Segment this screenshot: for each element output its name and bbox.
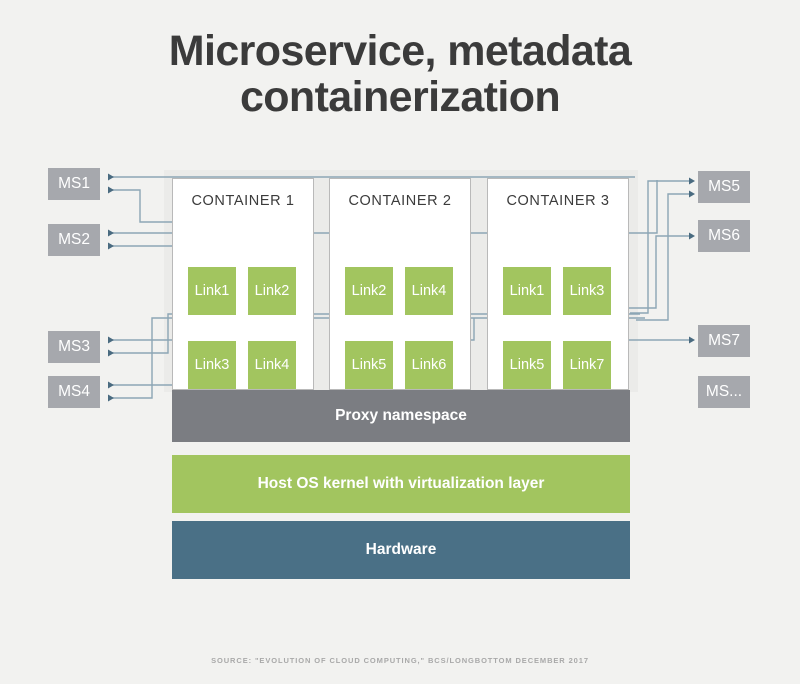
container-1-link-4[interactable]: Link4 bbox=[248, 341, 296, 389]
microservice-ms6[interactable]: MS6 bbox=[698, 220, 750, 252]
container-2-link-2[interactable]: Link4 bbox=[405, 267, 453, 315]
container-1-link-1[interactable]: Link1 bbox=[188, 267, 236, 315]
microservice-ms5[interactable]: MS5 bbox=[698, 171, 750, 203]
microservice-ms-ellipsis[interactable]: MS... bbox=[698, 376, 750, 408]
container-1[interactable]: CONTAINER 1 Link1 Link2 Link3 Link4 bbox=[172, 178, 314, 390]
container-2[interactable]: CONTAINER 2 Link2 Link4 Link5 Link6 bbox=[329, 178, 471, 390]
source-caption: SOURCE: "EVOLUTION OF CLOUD COMPUTING," … bbox=[211, 656, 589, 665]
microservice-ms2[interactable]: MS2 bbox=[48, 224, 100, 256]
container-3-link-3[interactable]: Link5 bbox=[503, 341, 551, 389]
container-2-link-1[interactable]: Link2 bbox=[345, 267, 393, 315]
microservice-ms3[interactable]: MS3 bbox=[48, 331, 100, 363]
container-1-link-3[interactable]: Link3 bbox=[188, 341, 236, 389]
container-2-title: CONTAINER 2 bbox=[348, 193, 452, 209]
container-1-link-2[interactable]: Link2 bbox=[248, 267, 296, 315]
container-2-link-4[interactable]: Link6 bbox=[405, 341, 453, 389]
container-3[interactable]: CONTAINER 3 Link1 Link3 Link5 Link7 bbox=[487, 178, 629, 390]
container-2-link-3[interactable]: Link5 bbox=[345, 341, 393, 389]
container-1-title: CONTAINER 1 bbox=[191, 193, 295, 209]
microservice-ms1[interactable]: MS1 bbox=[48, 168, 100, 200]
title-line-2: containerization bbox=[239, 73, 561, 122]
container-3-link-1[interactable]: Link1 bbox=[503, 267, 551, 315]
host-os-kernel-bar: Host OS kernel with virtualization layer bbox=[172, 455, 630, 513]
hardware-bar: Hardware bbox=[172, 521, 630, 579]
container-3-link-2[interactable]: Link3 bbox=[563, 267, 611, 315]
microservice-ms4[interactable]: MS4 bbox=[48, 376, 100, 408]
page-title: Microservice, metadata containerization bbox=[0, 28, 800, 121]
container-3-link-4[interactable]: Link7 bbox=[563, 341, 611, 389]
title-line-1: Microservice, metadata bbox=[168, 27, 632, 75]
proxy-namespace-bar: Proxy namespace bbox=[172, 390, 630, 442]
microservice-ms7[interactable]: MS7 bbox=[698, 325, 750, 357]
container-3-title: CONTAINER 3 bbox=[506, 193, 610, 209]
